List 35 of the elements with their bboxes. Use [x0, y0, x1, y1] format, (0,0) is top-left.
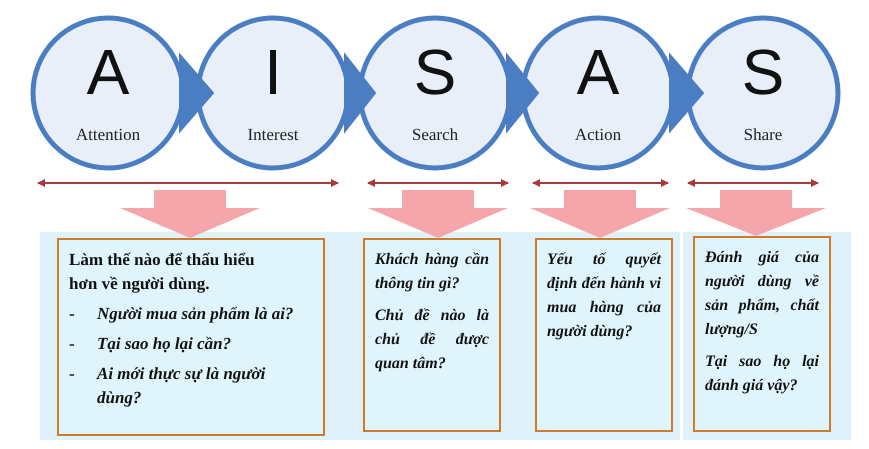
question-box — [57, 238, 325, 436]
down-arrow — [530, 190, 670, 238]
stage-label: Share — [742, 125, 784, 145]
stage-label: Attention — [74, 125, 142, 145]
bullet-question: Tại sao họ lại cần? — [97, 333, 232, 355]
question-text: Yếu tố quyết định đến hành vi mua hàng của người dùng? — [547, 250, 661, 342]
box-heading: Làm thế nào để thấu hiểu hơn về người dùng. — [69, 249, 256, 295]
bullet-marker: - — [69, 333, 76, 355]
bullet-question: Ai mới thực sự là người dùng? — [97, 363, 266, 409]
stage-letter: I — [263, 37, 283, 107]
chevron-arrow — [669, 52, 704, 134]
stage-letter: S — [412, 37, 458, 107]
down-arrow — [120, 190, 260, 238]
down-arrow — [368, 190, 508, 238]
stage-letter: A — [576, 37, 620, 107]
down-arrow — [686, 190, 826, 236]
stage-circle — [685, 15, 841, 171]
stage-letter: S — [740, 37, 786, 107]
question-text: Khách hàng cần thông tin gì? — [375, 250, 489, 294]
bullet-marker: - — [69, 303, 76, 325]
question-text: Chủ đề nào là chủ đề được quan tâm? — [375, 306, 489, 374]
stage-letter: A — [86, 37, 130, 107]
chevron-arrow — [344, 52, 376, 134]
stage-label: Search — [410, 125, 460, 145]
question-box — [535, 238, 673, 432]
chevron-arrow — [179, 52, 214, 134]
question-box — [693, 236, 831, 432]
bullet-question: Người mua sản phẩm là ai? — [97, 303, 294, 325]
question-text: Đánh giá của người dùng về sản phẩm, chất lượng/S — [705, 248, 819, 340]
question-text: Tại sao họ lại đánh giá vậy? — [705, 352, 819, 396]
bullet-marker: - — [69, 363, 76, 385]
question-box — [363, 238, 501, 432]
stage-label: Action — [574, 125, 622, 145]
stage-label: Interest — [246, 125, 300, 145]
chevron-arrow — [506, 52, 540, 134]
